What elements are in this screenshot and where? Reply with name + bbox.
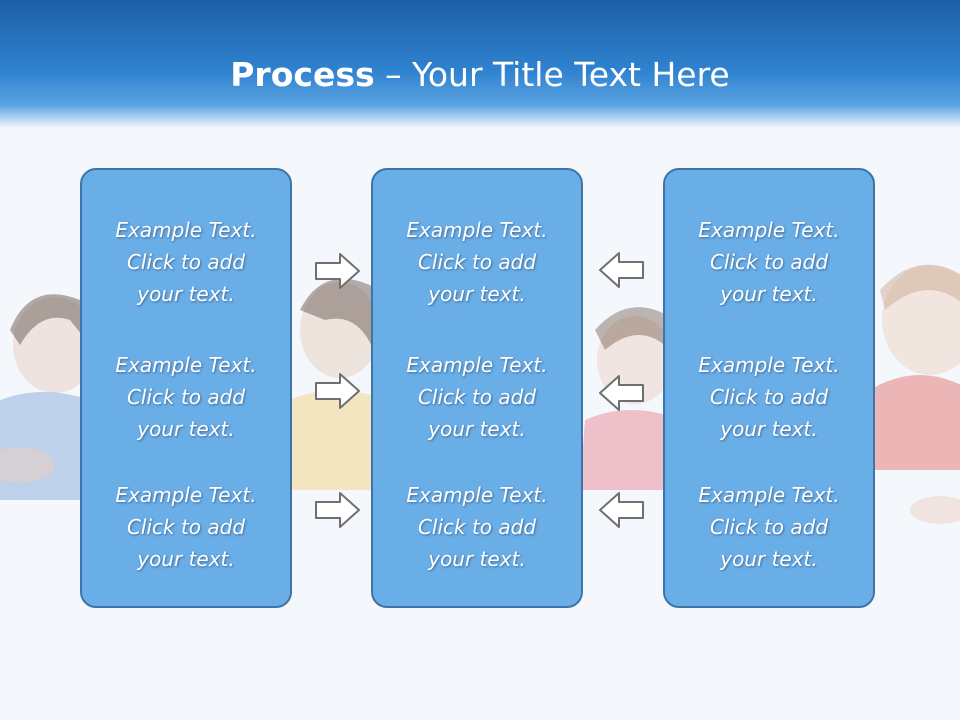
panel-text[interactable]: Example Text. Click to add your text. [665,214,873,310]
text-line: Example Text. [406,353,548,377]
text-line: Example Text. [115,483,257,507]
panel-text[interactable]: Example Text. Click to add your text. [373,214,581,310]
text-line: Click to add [126,250,246,274]
text-line: your text. [428,547,526,571]
text-line: Click to add [709,515,829,539]
background-child-figure [285,278,385,490]
arrow-left-icon [599,375,644,411]
text-line: your text. [137,282,235,306]
panel-text[interactable]: Example Text. Click to add your text. [665,349,873,445]
arrow-left-icon [599,252,644,288]
panel-text[interactable]: Example Text. Click to add your text. [373,479,581,575]
text-line: Click to add [417,385,537,409]
title-bold: Process [230,55,375,94]
header-band [0,0,960,128]
panel-text[interactable]: Example Text. Click to add your text. [665,479,873,575]
panel-text[interactable]: Example Text. Click to add your text. [373,349,581,445]
panel-text[interactable]: Example Text. Click to add your text. [82,349,290,445]
background-child-figure [870,264,960,524]
arrow-left-icon [599,492,644,528]
arrow-right-icon [315,373,360,409]
background-child-figure [0,294,100,500]
text-line: Example Text. [698,218,840,242]
text-line: Click to add [709,385,829,409]
text-line: your text. [428,417,526,441]
text-line: Click to add [417,250,537,274]
process-panel-2[interactable]: Example Text. Click to add your text. Ex… [371,168,583,608]
text-line: Click to add [417,515,537,539]
text-line: your text. [137,417,235,441]
panel-text[interactable]: Example Text. Click to add your text. [82,214,290,310]
text-line: Click to add [126,385,246,409]
slide-title[interactable]: Process – Your Title Text Here [0,54,960,96]
arrow-right-icon [315,253,360,289]
text-line: your text. [720,547,818,571]
text-line: Click to add [709,250,829,274]
text-line: Example Text. [406,483,548,507]
text-line: Example Text. [698,353,840,377]
title-rest: – Your Title Text Here [374,55,730,94]
panel-text[interactable]: Example Text. Click to add your text. [82,479,290,575]
arrow-right-icon [315,492,360,528]
text-line: your text. [720,417,818,441]
text-line: Example Text. [698,483,840,507]
text-line: Example Text. [115,218,257,242]
process-panel-3[interactable]: Example Text. Click to add your text. Ex… [663,168,875,608]
text-line: your text. [137,547,235,571]
process-panel-1[interactable]: Example Text. Click to add your text. Ex… [80,168,292,608]
text-line: Example Text. [406,218,548,242]
text-line: Example Text. [115,353,257,377]
text-line: your text. [720,282,818,306]
text-line: Click to add [126,515,246,539]
text-line: your text. [428,282,526,306]
